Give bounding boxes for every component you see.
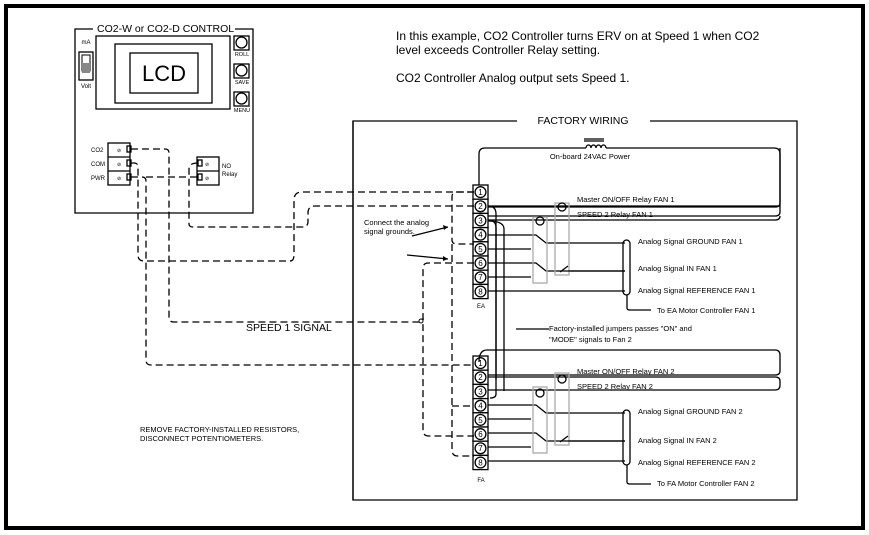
fa-label: FA [477, 478, 484, 484]
fan1-analog-ground-label: Analog Signal GROUND FAN 1 [638, 237, 743, 246]
ground-arrow-2 [406, 254, 449, 260]
fan1-analog-ref-label: Analog Signal REFERENCE FAN 1 [638, 286, 756, 295]
ea-terminal-number: 4 [478, 231, 483, 240]
fan2-analog-in-label: Analog Signal IN FAN 2 [638, 436, 717, 445]
fan2-speed2-relay-label: SPEED 2 Relay FAN 2 [577, 382, 653, 391]
jumper-note-line-1: Factory-installed jumpers passes "ON" an… [549, 324, 692, 333]
fa-terminal-screw-icon [474, 399, 487, 412]
fa-terminal-screw-icon [474, 371, 487, 384]
note-line-2: level exceeds Controller Relay setting. [396, 43, 600, 57]
ea-terminal-screw-icon [474, 228, 487, 241]
ea-terminal-screw-icon [474, 200, 487, 213]
terminal-pwr: PWR [91, 176, 106, 182]
fa-terminal-number: 3 [478, 387, 483, 396]
relay-label-relay: Relay [222, 172, 237, 178]
fa-terminal-strip: 1 2 3 4 5 6 7 8 [472, 355, 489, 471]
ea-terminal-screw-icon [474, 186, 487, 199]
ea-terminal-number: 8 [478, 287, 483, 296]
fa-terminal-screw-icon [474, 456, 487, 469]
svg-text:⊘: ⊘ [117, 148, 121, 154]
lcd-screen [129, 52, 199, 94]
fa-terminal-screw-icon [474, 428, 487, 441]
switch-label-volt: Volt [81, 84, 91, 90]
fa-terminal-number: 7 [478, 444, 483, 453]
ground-note-line-2: signal grounds. [364, 227, 415, 236]
relay-terminal-block: ⊘ ⊘ NO Relay [196, 156, 237, 186]
fa-terminal-number: 1 [478, 359, 483, 368]
ea-terminal-screw-icon [474, 242, 487, 255]
disconnect-potentiometers-note: DISCONNECT POTENTIOMETERS. [140, 434, 263, 443]
fa-terminal-number: 5 [478, 416, 483, 425]
ea-terminal-strip: 1 2 3 4 5 6 7 8 [472, 184, 489, 300]
svg-text:⊘: ⊘ [117, 176, 121, 182]
factory-wiring-title: FACTORY WIRING [537, 115, 628, 127]
ma-volt-switch[interactable] [78, 51, 94, 81]
transformer-icon [584, 138, 607, 149]
svg-text:MENU: MENU [234, 108, 250, 114]
fa-wiring [478, 349, 781, 485]
speed-1-signal-label: SPEED 1 SIGNAL [246, 322, 332, 334]
ea-terminal-number: 1 [478, 188, 483, 197]
switch-label-ma: mA [82, 40, 91, 46]
fa-terminal-screw-icon [474, 442, 487, 455]
co2-controller: CO2-W or CO2-D CONTROL LCD mA Volt ROLL … [74, 23, 254, 214]
save-button[interactable]: SAVE [233, 63, 250, 86]
fan1-analog-in-label: Analog Signal IN FAN 1 [638, 264, 717, 273]
fa-terminal-number: 2 [478, 373, 483, 382]
controller-border [74, 28, 254, 214]
ea-terminal-number: 2 [478, 202, 483, 211]
ea-terminal-screw-icon [474, 271, 487, 284]
fan1-speed2-relay-label: SPEED 2 Relay FAN 1 [577, 210, 653, 219]
ea-terminal-screw-icon [474, 214, 487, 227]
fan1-master-relay-label: Master ON/OFF Relay FAN 1 [577, 195, 675, 204]
ea-terminal-screw-icon [474, 257, 487, 270]
menu-button[interactable]: MENU [233, 91, 250, 114]
fa-terminal-screw-icon [474, 413, 487, 426]
controller-terminal-block: CO2 COM PWR ⊘ ⊘ ⊘ [91, 142, 132, 186]
ground-arrow-1 [411, 226, 449, 237]
lcd-outer [95, 35, 231, 110]
ea-label: EA [477, 304, 485, 310]
fan2-master-relay-label: Master ON/OFF Relay FAN 2 [577, 367, 675, 376]
fan2-analog-ref-label: Analog Signal REFERENCE FAN 2 [638, 458, 756, 467]
fa-terminal-number: 8 [478, 458, 483, 467]
ground-note-line-1: Connect the analog [364, 218, 429, 227]
jumper-note-line-2: "MODE" signals to Fan 2 [549, 335, 632, 344]
ea-terminal-number: 5 [478, 245, 483, 254]
lcd-frame [114, 43, 213, 104]
terminal-com: COM [91, 162, 105, 168]
fan1-motor-label: To EA Motor Controller FAN 1 [657, 306, 755, 315]
note-line-3: CO2 Controller Analog output sets Speed … [396, 71, 629, 85]
note-line-1: In this example, CO2 Controller turns ER… [396, 29, 760, 43]
ea-wiring [487, 148, 781, 399]
factory-wiring-border [352, 120, 798, 501]
fa-terminal-screw-icon [474, 385, 487, 398]
svg-text:SAVE: SAVE [235, 80, 250, 86]
field-wiring [131, 148, 474, 457]
svg-text:⊘: ⊘ [205, 176, 209, 182]
fa-terminal-screw-icon [474, 357, 487, 370]
ea-terminal-screw-icon [474, 285, 487, 298]
svg-text:⊘: ⊘ [205, 162, 209, 168]
controller-title: CO2-W or CO2-D CONTROL [97, 23, 234, 35]
terminal-co2: CO2 [91, 148, 104, 154]
ea-terminal-number: 3 [478, 216, 483, 225]
fa-terminal-number: 4 [478, 402, 483, 411]
relay-label-no: NO [222, 164, 231, 170]
fan2-analog-ground-label: Analog Signal GROUND FAN 2 [638, 407, 743, 416]
svg-text:⊘: ⊘ [117, 162, 121, 168]
fa-terminal-number: 6 [478, 430, 483, 439]
ea-terminal-number: 7 [478, 273, 483, 282]
outer-frame [4, 4, 865, 530]
svg-text:ROLL: ROLL [235, 52, 249, 58]
fan2-motor-label: To FA Motor Controller FAN 2 [657, 479, 755, 488]
ea-terminal-number: 6 [478, 259, 483, 268]
lcd-label: LCD [142, 61, 186, 86]
remove-resistors-note: REMOVE FACTORY-INSTALLED RESISTORS, [140, 425, 299, 434]
roll-button[interactable]: ROLL [233, 35, 250, 58]
power-label: On-board 24VAC Power [550, 152, 631, 161]
